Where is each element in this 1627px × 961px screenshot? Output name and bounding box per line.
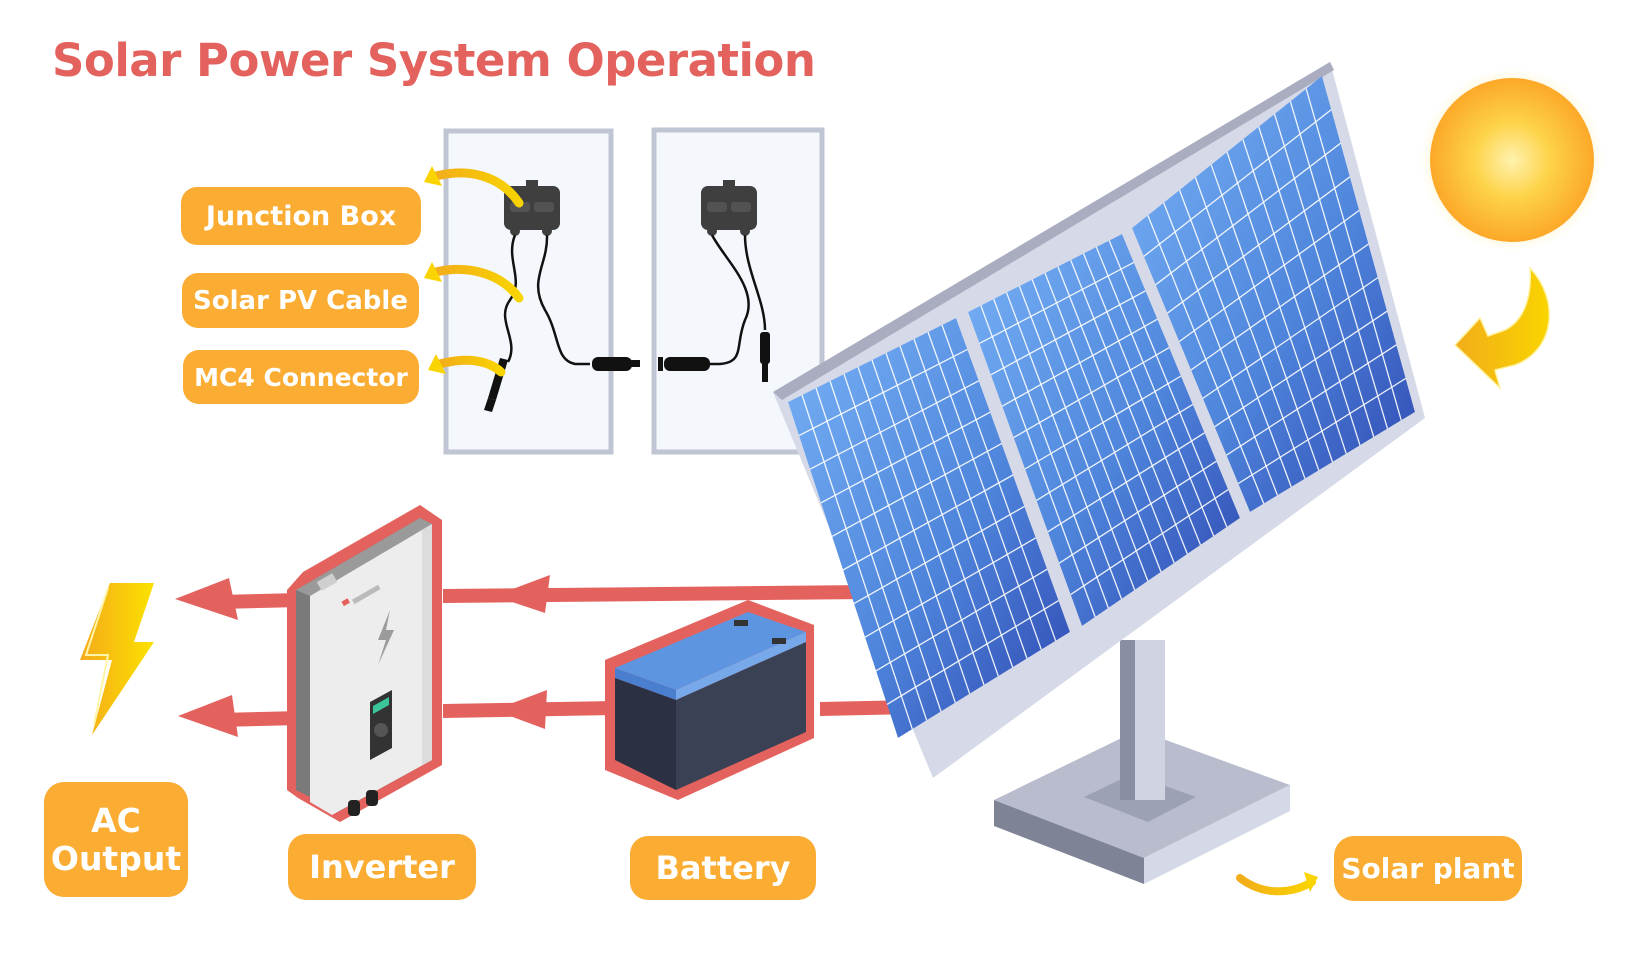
label-battery: Battery: [630, 836, 816, 900]
inverter-icon: [287, 505, 442, 822]
cell-line: [1143, 109, 1332, 257]
label-ac-output-line1: AC: [91, 800, 141, 840]
cell-line: [1024, 375, 1182, 470]
cell-line: [1167, 176, 1351, 314]
cell-line: [875, 568, 1048, 672]
battery-icon: [605, 600, 814, 800]
cell-line: [1202, 277, 1379, 399]
label-mc4-connector-text: MC4 Connector: [194, 362, 408, 392]
label-junction-box: Junction Box: [181, 187, 421, 245]
panel-cell-grid: [798, 88, 1407, 730]
flow-line-battery-to-inverter: [443, 690, 615, 729]
cell-line: [886, 600, 1059, 705]
cell-line: [853, 505, 1025, 605]
lightning-bolt-icon: [80, 583, 154, 735]
cell-line: [809, 380, 980, 470]
cell-line: [1036, 403, 1194, 501]
label-ac-output-line2: Output: [50, 838, 182, 878]
sun-icon: [1420, 68, 1604, 252]
page-title: Solar Power System Operation: [52, 34, 816, 87]
label-solar-plant-text: Solar plant: [1341, 852, 1515, 885]
panel-cell-lines: [1143, 88, 1407, 504]
cell-line: [979, 261, 1135, 344]
panel-cell-lines: [798, 324, 1059, 730]
solar-panel-array-icon: [773, 62, 1425, 778]
pointer-arrow-junction-box: [424, 166, 524, 208]
mc4-connector-icon: [760, 332, 770, 382]
cell-line: [1226, 344, 1397, 456]
label-mc4-connector: MC4 Connector: [183, 350, 419, 404]
label-solar-pv-cable-text: Solar PV Cable: [193, 285, 408, 316]
label-ac-output: AC Output: [44, 782, 188, 897]
solar-stand: [994, 640, 1290, 884]
pointer-arrow-mc4: [428, 354, 506, 377]
cell-line: [1237, 377, 1407, 485]
label-inverter-text: Inverter: [309, 848, 455, 886]
cell-line: [831, 443, 1002, 537]
cell-line: [1001, 318, 1158, 407]
flow-line-panel-to-inverter: [443, 575, 870, 613]
pointer-arrow-solar-plant: [1236, 872, 1318, 896]
label-solar-pv-cable: Solar PV Cable: [182, 273, 419, 328]
cell-line: [1058, 460, 1217, 564]
flow-arrow-inverter-to-ac-top: [175, 578, 300, 620]
cell-line: [1070, 489, 1229, 596]
mc4-connector-icon: [592, 357, 710, 371]
cell-line: [798, 348, 968, 437]
label-solar-plant: Solar plant: [1334, 836, 1522, 901]
cell-line: [1047, 432, 1205, 533]
label-junction-box-text: Junction Box: [205, 200, 397, 232]
cell-line: [842, 474, 1014, 571]
pointer-arrow-pv-cable: [424, 262, 524, 303]
flow-arrow-inverter-to-ac-bottom: [178, 695, 300, 737]
cell-line: [820, 411, 991, 504]
cell-line: [990, 290, 1146, 376]
label-inverter: Inverter: [288, 834, 476, 900]
solar-pv-cable: [503, 234, 767, 366]
reference-panel-left: [443, 128, 614, 455]
cell-line: [1190, 243, 1369, 371]
cell-line: [864, 537, 1037, 638]
label-battery-text: Battery: [655, 849, 791, 887]
cell-line: [1155, 142, 1341, 286]
junction-box-icon: [701, 180, 757, 236]
panel-cell-lines: [979, 240, 1229, 618]
cell-line: [1178, 209, 1360, 343]
cell-line: [1013, 347, 1170, 439]
cell-line: [1214, 310, 1388, 428]
sunlight-arrow-icon: [1453, 265, 1551, 391]
